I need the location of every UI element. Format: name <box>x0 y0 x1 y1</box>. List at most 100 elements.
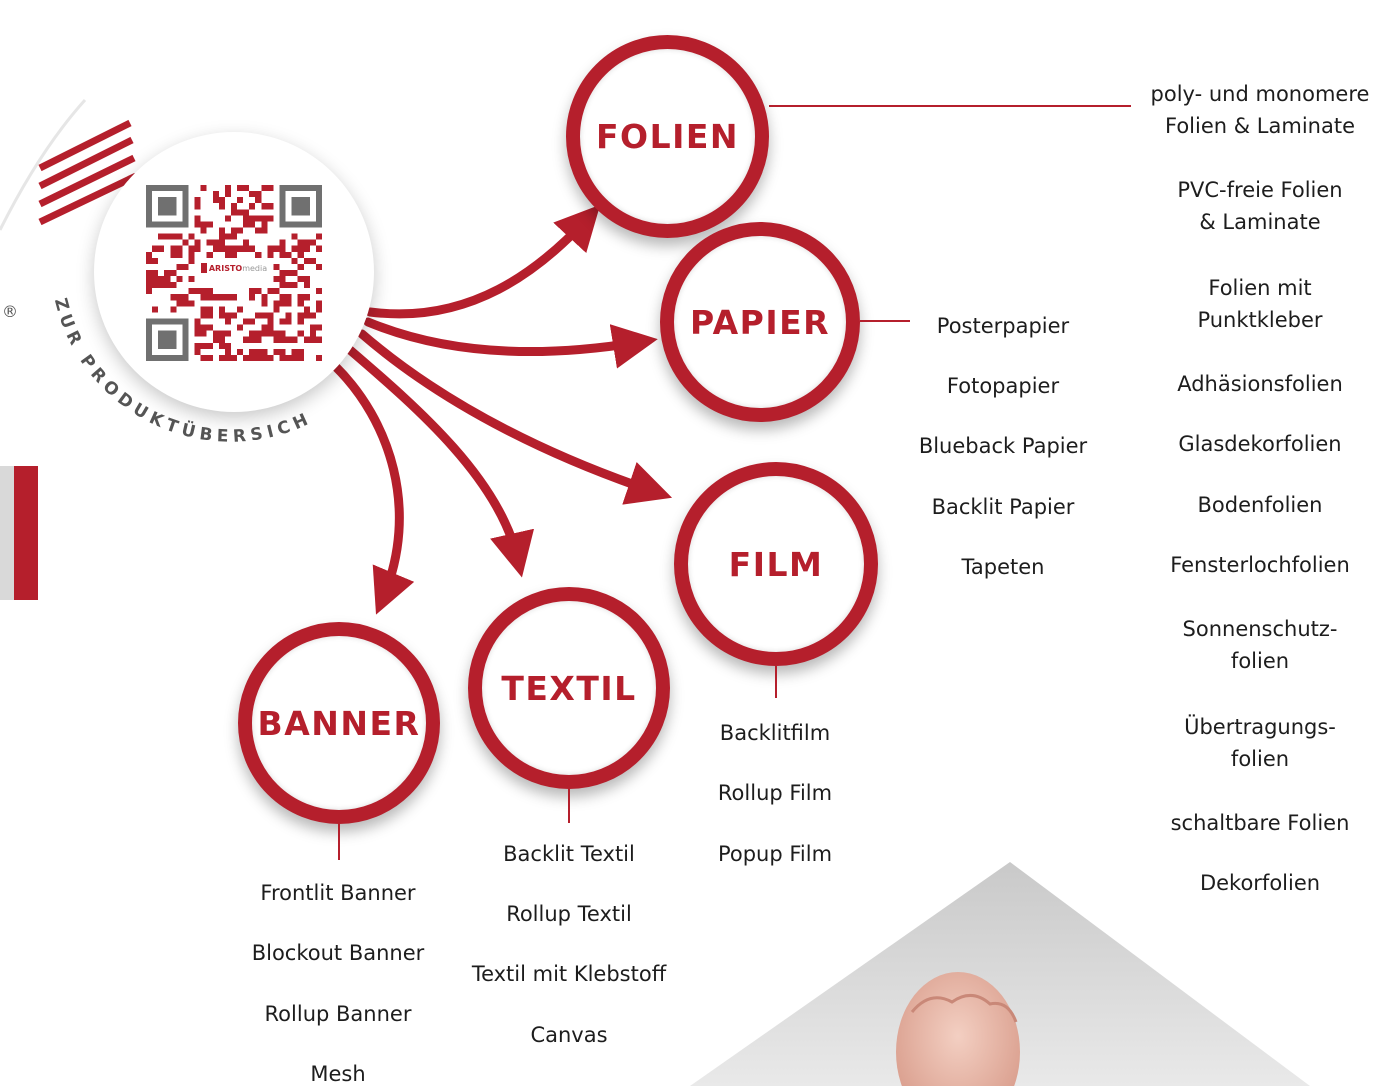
qr-module <box>218 239 225 246</box>
qr-module <box>230 203 238 210</box>
qr-module <box>279 348 286 355</box>
qr-module <box>218 294 225 301</box>
category-label: BANNER <box>257 703 421 743</box>
qr-module <box>315 288 322 295</box>
qr-module <box>164 282 171 289</box>
qr-module <box>243 245 250 252</box>
qr-module <box>194 348 201 355</box>
qr-module <box>291 336 298 343</box>
qr-module <box>273 348 280 355</box>
qr-module <box>243 336 250 343</box>
qr-module <box>224 348 231 355</box>
list-item: poly- und monomere Folien & Laminate <box>1150 82 1370 138</box>
category-papier[interactable]: PAPIER <box>660 222 860 422</box>
folien-list: poly- und monomere Folien & Laminate PVC… <box>1140 78 1380 918</box>
qr-module <box>279 245 286 252</box>
list-item: Rollup Film <box>717 781 833 805</box>
category-textil[interactable]: TEXTIL <box>468 587 670 789</box>
qr-module <box>152 257 159 264</box>
qr-module <box>315 354 322 361</box>
qr-module <box>176 263 183 270</box>
qr-module <box>297 348 304 355</box>
qr-module <box>170 306 177 313</box>
qr-module <box>267 185 274 192</box>
qr-module <box>267 215 274 222</box>
list-item: schaltbare Folien <box>1170 811 1350 835</box>
qr-module <box>194 342 201 349</box>
list-item: Dekorfolien <box>1199 871 1321 895</box>
qr-module <box>237 306 244 313</box>
qr-module <box>279 239 286 246</box>
qr-module <box>243 221 250 228</box>
qr-module <box>255 354 262 361</box>
qr-module <box>267 330 274 337</box>
category-banner[interactable]: BANNER <box>238 622 440 824</box>
qr-module <box>303 245 310 252</box>
qr-module <box>230 294 238 301</box>
qr-module <box>249 215 256 222</box>
list-item: Glasdekorfolien <box>1178 432 1342 456</box>
list-item: Adhäsionsfolien <box>1177 372 1343 396</box>
qr-module <box>255 197 262 204</box>
qr-module <box>273 263 280 270</box>
qr-module <box>309 239 316 246</box>
list-item: Canvas <box>530 1023 608 1047</box>
qr-module <box>218 227 225 234</box>
category-film[interactable]: FILM <box>674 462 878 666</box>
qr-module <box>218 312 225 319</box>
qr-module <box>297 239 304 246</box>
qr-module <box>212 245 219 252</box>
qr-module <box>152 306 159 313</box>
qr-module <box>255 251 262 258</box>
list-item: Frontlit Banner <box>260 881 416 905</box>
list-item: PVC-freie Folien & Laminate <box>1177 178 1343 234</box>
qr-module <box>218 342 225 349</box>
qr-module <box>170 233 177 240</box>
arrow-to-folien <box>365 204 601 319</box>
qr-module <box>315 300 322 307</box>
qr-module <box>230 354 238 361</box>
logo-mark <box>200 263 207 273</box>
qr-module <box>279 276 286 283</box>
category-label: FOLIEN <box>595 117 740 156</box>
qr-module <box>279 330 286 337</box>
qr-module <box>297 312 304 319</box>
qr-module <box>170 269 177 277</box>
qr-module <box>200 221 207 228</box>
list-item: Fensterlochfolien <box>1170 553 1350 577</box>
qr-module <box>206 306 213 313</box>
qr-code-image[interactable] <box>146 185 322 361</box>
qr-module <box>267 245 274 252</box>
qr-module <box>267 354 274 361</box>
qr-module <box>279 318 286 325</box>
list-item: Folien mit Punktkleber <box>1197 276 1323 332</box>
qr-module <box>285 300 292 307</box>
qr-module <box>194 215 201 222</box>
qr-module <box>188 257 195 264</box>
qr-module <box>200 354 207 361</box>
qr-module <box>152 245 159 252</box>
qr-module <box>158 233 165 240</box>
list-item: Blueback Papier <box>918 434 1088 458</box>
qr-module <box>146 276 153 283</box>
qr-module <box>279 354 286 361</box>
qr-module <box>237 209 244 216</box>
qr-module <box>297 245 304 252</box>
qr-module <box>194 221 201 228</box>
list-item: Bodenfolien <box>1197 493 1323 517</box>
qr-module <box>237 227 244 234</box>
qr-module <box>273 330 280 337</box>
qr-module <box>200 288 207 295</box>
qr-module <box>200 312 207 319</box>
list-item: Textil mit Klebstoff <box>471 962 667 986</box>
qr-module <box>249 203 256 210</box>
qr-module <box>303 336 310 343</box>
hand-photo <box>690 862 1310 1086</box>
category-folien[interactable]: FOLIEN <box>566 35 769 238</box>
qr-module <box>212 197 219 204</box>
registered-mark: ® <box>2 302 18 321</box>
qr-module <box>261 185 268 192</box>
qr-module <box>291 282 298 289</box>
qr-module <box>291 257 298 264</box>
qr-module <box>261 348 268 355</box>
